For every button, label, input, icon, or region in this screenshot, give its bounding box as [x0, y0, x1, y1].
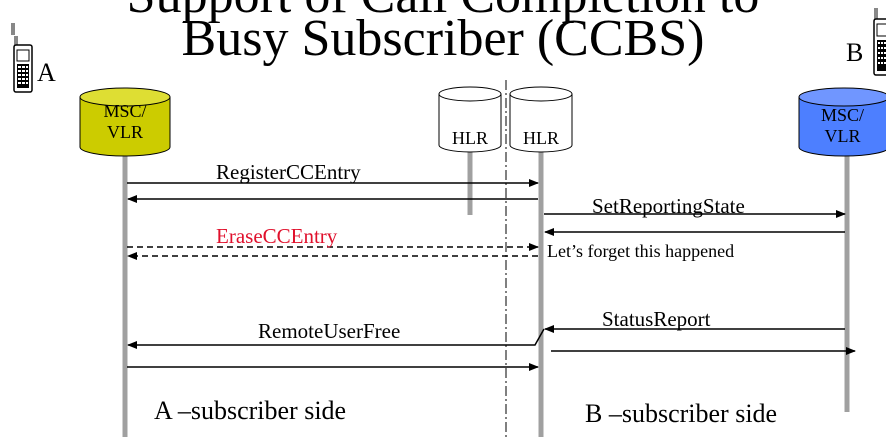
hlr-left-label: HLR — [452, 128, 488, 148]
arrow-remote-user-free — [127, 328, 545, 349]
msc-vlr-b-cylinder — [798, 87, 886, 157]
page-title: Support of Call Completion to — [0, 0, 886, 22]
message-register-cc-entry: RegisterCCEntry — [216, 160, 361, 184]
party-a-label: A — [37, 58, 56, 87]
mobile-phone-icon — [13, 36, 33, 93]
msc-vlr-a-label: MSC/ VLR — [103, 101, 147, 142]
message-set-reporting-state: SetReportingState — [592, 194, 745, 218]
hlr-left-cylinder — [438, 86, 502, 153]
party-b-label: B — [846, 38, 864, 67]
message-erase-cc-entry: EraseCCEntry — [216, 224, 338, 248]
message-remote-user-free: RemoteUserFree — [258, 319, 401, 343]
b-subscriber-side-label: B –subscriber side — [585, 399, 778, 428]
hlr-right-cylinder — [509, 86, 573, 153]
note-forget-this-happened: Let’s forget this happened — [547, 241, 735, 261]
mobile-phone-icon — [873, 8, 886, 76]
a-subscriber-side-label: A –subscriber side — [154, 396, 347, 425]
message-status-report: StatusReport — [602, 307, 711, 331]
msc-vlr-b-label: MSC/ VLR — [820, 105, 865, 146]
hlr-right-label: HLR — [523, 128, 559, 148]
msc-vlr-a-cylinder — [79, 87, 171, 157]
page-title: Busy Subscriber (CCBS) — [181, 10, 705, 67]
